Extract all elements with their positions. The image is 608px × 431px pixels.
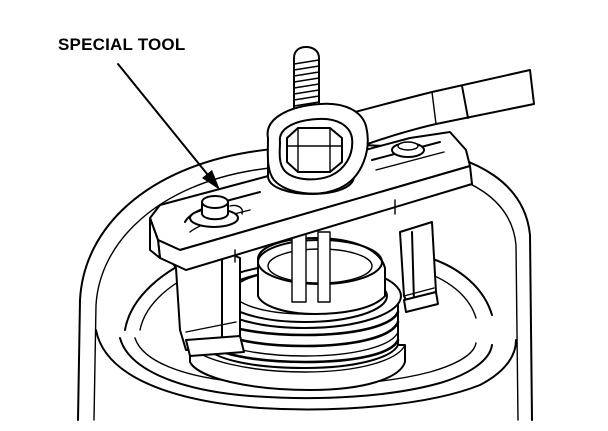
special-tool-label: SPECIAL TOOL xyxy=(58,35,186,54)
tool-jaw-right xyxy=(399,221,439,313)
wrench xyxy=(266,69,535,195)
locating-pin-left xyxy=(189,195,244,228)
bearing-assembly xyxy=(189,231,406,391)
locating-pin-right xyxy=(391,141,425,158)
callout-leader-arrow xyxy=(117,63,220,190)
tool-jaw-left xyxy=(171,249,245,357)
